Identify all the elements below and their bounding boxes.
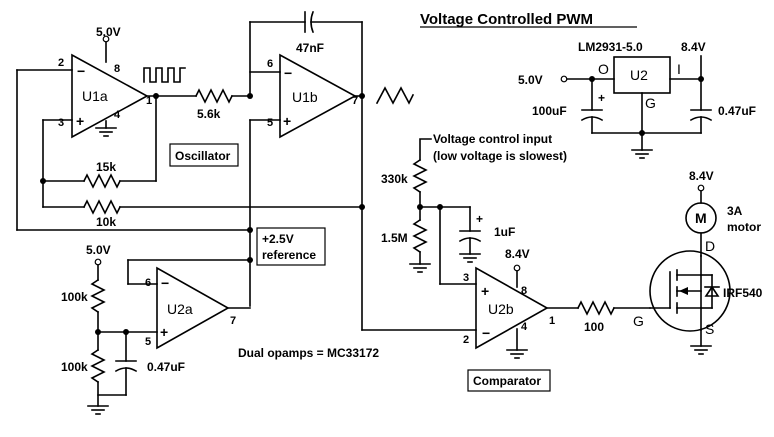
svg-text:−: − [161, 275, 169, 291]
svg-text:+: + [76, 113, 84, 129]
svg-text:+: + [598, 91, 605, 105]
svg-text:3: 3 [58, 117, 64, 129]
svg-text:Comparator: Comparator [473, 374, 541, 388]
svg-text:10k: 10k [96, 215, 116, 229]
svg-text:5: 5 [145, 336, 151, 348]
svg-text:+2.5V: +2.5V [262, 232, 294, 246]
svg-text:U2a: U2a [167, 301, 193, 317]
svg-text:M: M [695, 210, 707, 226]
resistor-100k-top [90, 278, 106, 314]
svg-text:15k: 15k [96, 160, 116, 174]
oscillator-label-box [169, 143, 239, 167]
svg-text:+: + [160, 324, 168, 340]
svg-text:G: G [645, 95, 656, 111]
svg-text:4: 4 [521, 321, 528, 333]
supply-terminal [102, 35, 110, 43]
svg-text:5: 5 [267, 117, 273, 129]
resistor-10k [82, 199, 122, 215]
svg-text:1uF: 1uF [494, 225, 515, 239]
svg-text:1: 1 [146, 95, 152, 107]
svg-text:100k: 100k [61, 360, 88, 374]
svg-text:100uF: 100uF [532, 104, 567, 118]
svg-text:3A: 3A [727, 204, 743, 218]
svg-text:+: + [476, 212, 483, 226]
svg-text:S: S [705, 321, 714, 337]
u1a-ref: U1a [82, 88, 108, 104]
resistor-330k [412, 158, 428, 194]
svg-text:5.0V: 5.0V [518, 73, 543, 87]
svg-text:5.0V: 5.0V [86, 243, 111, 257]
reference-label-box [256, 227, 326, 266]
svg-text:5.6k: 5.6k [197, 107, 221, 121]
svg-text:−: − [482, 325, 490, 341]
svg-text:2: 2 [463, 334, 469, 346]
mosfet-irf540 [649, 250, 731, 332]
svg-text:(low voltage is slowest): (low voltage is slowest) [433, 149, 567, 163]
resistor-15k [82, 173, 122, 189]
svg-text:1: 1 [549, 315, 555, 327]
svg-text:reference: reference [262, 248, 316, 262]
svg-text:+: + [283, 113, 291, 129]
svg-text:100: 100 [584, 320, 604, 334]
opamp-u1b: U1b − + 6 5 7 [267, 53, 358, 139]
svg-text:8.4V: 8.4V [689, 169, 714, 183]
opamp-u2a: U2a − + 6 5 7 [145, 266, 236, 350]
svg-text:7: 7 [352, 95, 358, 107]
triangle-wave-icon [375, 86, 415, 105]
svg-text:6: 6 [145, 277, 151, 289]
svg-text:U2b: U2b [488, 301, 514, 317]
svg-text:47nF: 47nF [296, 41, 324, 55]
svg-text:I: I [677, 61, 681, 77]
svg-text:O: O [598, 61, 609, 77]
svg-text:3: 3 [463, 272, 469, 284]
resistor-100 [576, 300, 616, 316]
svg-text:LM2931-5.0: LM2931-5.0 [578, 40, 643, 54]
svg-text:IRF540: IRF540 [723, 286, 763, 300]
svg-text:5.0V: 5.0V [96, 25, 121, 39]
opamp-u2b: U2b + − 3 2 8 4 1 [463, 266, 555, 350]
diagram-title: Voltage Controlled PWM [420, 11, 593, 28]
svg-text:8: 8 [521, 285, 527, 297]
svg-text:7: 7 [230, 315, 236, 327]
comparator-label-box [467, 369, 551, 392]
svg-text:U1b: U1b [292, 89, 318, 105]
svg-text:330k: 330k [381, 172, 408, 186]
svg-text:−: − [284, 65, 292, 81]
svg-text:G: G [633, 313, 644, 329]
svg-text:100k: 100k [61, 290, 88, 304]
svg-text:D: D [705, 238, 715, 254]
opamp-u1a: U1a − + 2 3 8 4 1 [58, 53, 152, 139]
square-wave-icon [143, 67, 186, 83]
svg-text:4: 4 [114, 109, 121, 121]
svg-text:8.4V: 8.4V [505, 247, 530, 261]
svg-text:motor: motor [727, 220, 761, 234]
svg-text:0.47uF: 0.47uF [718, 104, 756, 118]
dual-opamps-note: Dual opamps = MC33172 [238, 346, 379, 360]
svg-text:U2: U2 [630, 67, 648, 83]
svg-text:8: 8 [114, 63, 120, 75]
svg-text:1.5M: 1.5M [381, 231, 408, 245]
resistor-5-6k [194, 88, 234, 104]
svg-text:6: 6 [267, 58, 273, 70]
svg-text:0.47uF: 0.47uF [147, 360, 185, 374]
svg-text:+: + [481, 283, 489, 299]
svg-text:−: − [77, 63, 85, 79]
oscillator-label: Oscillator [175, 149, 231, 163]
svg-text:Voltage control input: Voltage control input [433, 132, 552, 146]
resistor-100k-bottom [90, 348, 106, 384]
svg-text:2: 2 [58, 57, 64, 69]
svg-text:8.4V: 8.4V [681, 40, 706, 54]
resistor-1-5m [412, 218, 428, 254]
